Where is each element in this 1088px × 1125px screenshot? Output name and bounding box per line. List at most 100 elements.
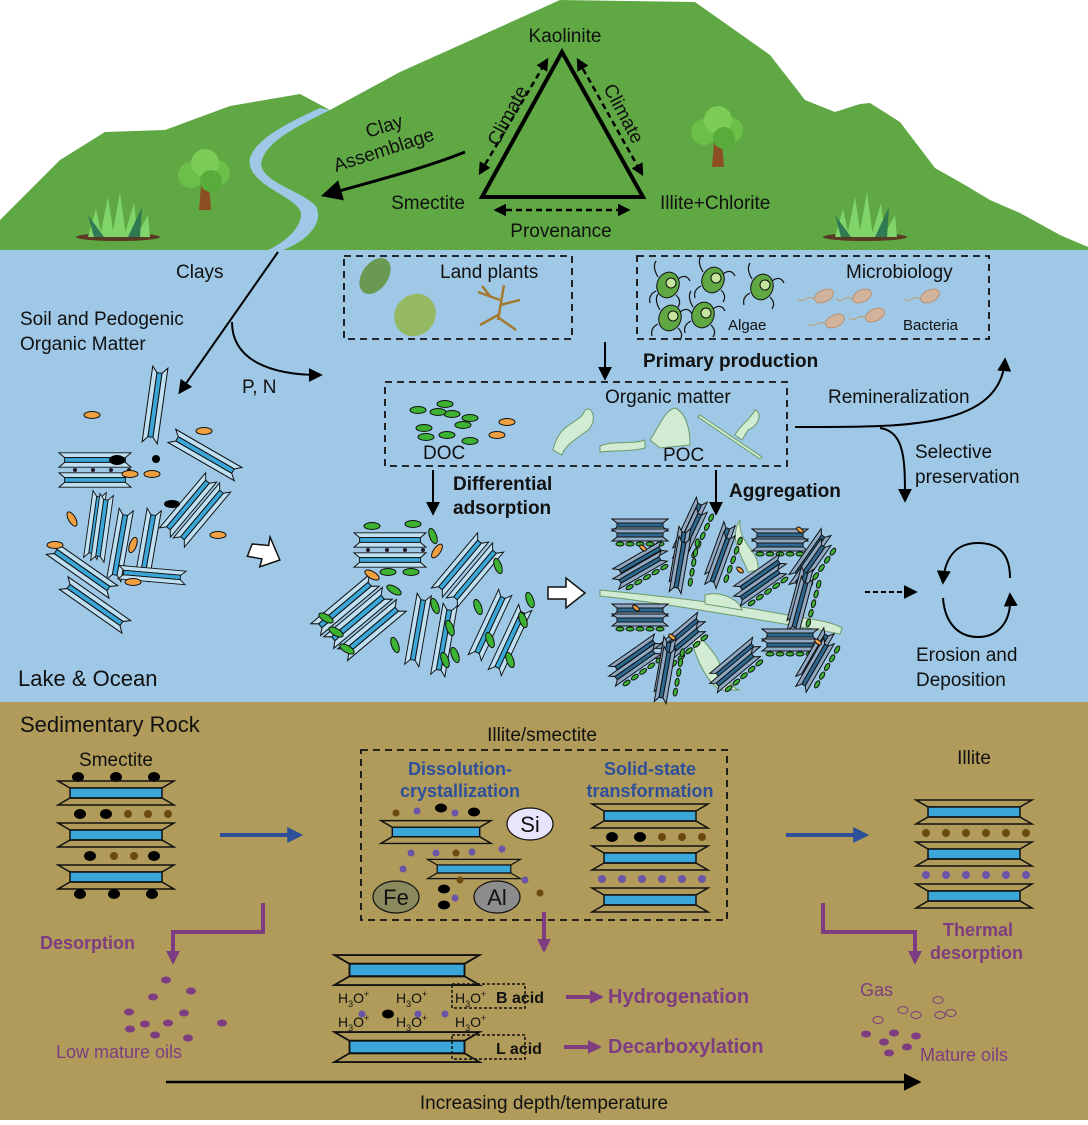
adsorbed-doc: [730, 555, 736, 565]
adsorbed-particle: [121, 470, 139, 478]
selective-preservation-arrow: [879, 427, 912, 503]
adsorbed-doc: [737, 536, 743, 546]
bacteria-cell: [825, 313, 845, 329]
gas-label: Gas: [860, 980, 893, 1000]
interlayer-cation: [110, 852, 118, 860]
clays-label: Clays: [176, 262, 224, 283]
gas-bubble: [945, 1009, 957, 1017]
interlayer-cation: [146, 889, 158, 899]
grass-icon-right: [823, 192, 907, 241]
gas-bubble: [910, 1011, 922, 1019]
illite-smectite-label: Illite/smectite: [487, 725, 597, 746]
adsorbed-doc: [505, 651, 515, 669]
bacteria-icons: [797, 288, 940, 329]
clay-platelet: [611, 613, 669, 627]
smectite-stack: [57, 772, 175, 899]
oil-droplet: [150, 1031, 160, 1039]
clay-platelet: [611, 528, 669, 542]
interlayer-cation: [982, 871, 990, 879]
adsorption-label: adsorption: [453, 498, 551, 519]
cation: [438, 900, 450, 910]
root-icon: [477, 284, 521, 332]
land-plants-box: [343, 255, 573, 340]
adsorbed-doc: [732, 678, 741, 686]
ion: [456, 876, 464, 884]
doc-particle: [429, 408, 447, 416]
adsorbed-doc: [634, 578, 643, 586]
interlayer-cation: [698, 833, 706, 841]
oil-droplet: [879, 1038, 889, 1046]
adsorbed-doc: [687, 577, 693, 587]
interlayer-ion: [73, 468, 77, 472]
oil-droplet: [186, 987, 196, 995]
doc-particle: [454, 421, 472, 429]
adsorbed-doc: [755, 551, 765, 557]
adsorbed-doc: [676, 667, 682, 677]
interlayer-ion: [403, 548, 407, 552]
adsorbed-doc: [445, 619, 455, 637]
provenance-label: Provenance: [510, 221, 611, 242]
adsorbed-doc: [692, 548, 699, 558]
interlayer-cation: [1022, 829, 1030, 837]
illite-rock-label: Illite: [957, 748, 991, 769]
gas-bubble: [897, 1006, 909, 1014]
adsorbed-doc: [703, 522, 710, 532]
b-acid-box: [451, 983, 526, 1009]
algae-flagella: [651, 293, 693, 341]
smectite-label: Smectite: [391, 193, 465, 214]
kaolinite-label: Kaolinite: [529, 26, 602, 47]
bacteria-flagellum: [835, 297, 853, 301]
interlayer-cation: [74, 889, 86, 899]
adsorbed-doc: [639, 668, 648, 675]
oil-droplet: [217, 1019, 227, 1027]
interlayer-ion: [358, 1010, 366, 1018]
interlayer-cation: [698, 875, 706, 883]
illite-stack: [915, 799, 1033, 909]
adsorbed-doc: [813, 589, 819, 599]
bacteria-flagellum: [848, 316, 866, 320]
cation: [435, 803, 447, 813]
doc-particle: [415, 424, 433, 432]
adsorbed-doc: [699, 531, 706, 541]
bacteria-cell: [920, 288, 940, 304]
gas-bubble: [934, 1011, 946, 1019]
adsorbed-doc: [818, 564, 825, 573]
adsorbed-particle: [128, 536, 138, 554]
illite-chlorite-label: Illite+Chlorite: [660, 193, 770, 214]
oil-droplet: [148, 993, 158, 1001]
b-acid-label: B acid: [496, 990, 544, 1007]
adsorbed-doc: [440, 651, 450, 669]
bacteria-cell: [852, 288, 872, 304]
adsorbed-particle: [209, 531, 227, 539]
cation: [152, 455, 160, 463]
microbiology-label: Microbiology: [846, 262, 953, 283]
interlayer-cation: [658, 833, 666, 841]
organic-matter-label: Organic matter: [605, 387, 731, 408]
ion: [521, 876, 529, 884]
adsorbed-doc: [390, 636, 400, 654]
gas-bubble: [932, 996, 944, 1004]
oil-droplet: [161, 976, 171, 984]
adsorbed-doc: [635, 626, 645, 632]
deposition-label: Deposition: [916, 670, 1006, 691]
adsorbed-doc: [642, 573, 652, 581]
interlayer-cation: [942, 829, 950, 837]
doc-particle: [461, 437, 479, 445]
gas-bubble: [872, 1016, 884, 1024]
adsorbed-doc: [700, 634, 709, 642]
aggregation-label: Aggregation: [729, 481, 841, 502]
adsorbed-doc: [473, 598, 483, 616]
adsorbed-particle: [668, 633, 676, 641]
interlayer-ion: [441, 1010, 449, 1018]
nutrient-arrow: [231, 321, 323, 382]
hydronium-label: H3O+: [396, 1013, 427, 1033]
tree-icon-right: [691, 106, 743, 167]
clay-organic-aggregates: [599, 496, 843, 705]
adsorbed-doc: [386, 584, 402, 596]
adsorbed-doc: [818, 671, 826, 680]
al-ion: [473, 880, 521, 914]
algae-icons: [649, 255, 785, 341]
interlayer-ion: [91, 468, 95, 472]
hydronium-label: H3O+: [396, 989, 427, 1009]
